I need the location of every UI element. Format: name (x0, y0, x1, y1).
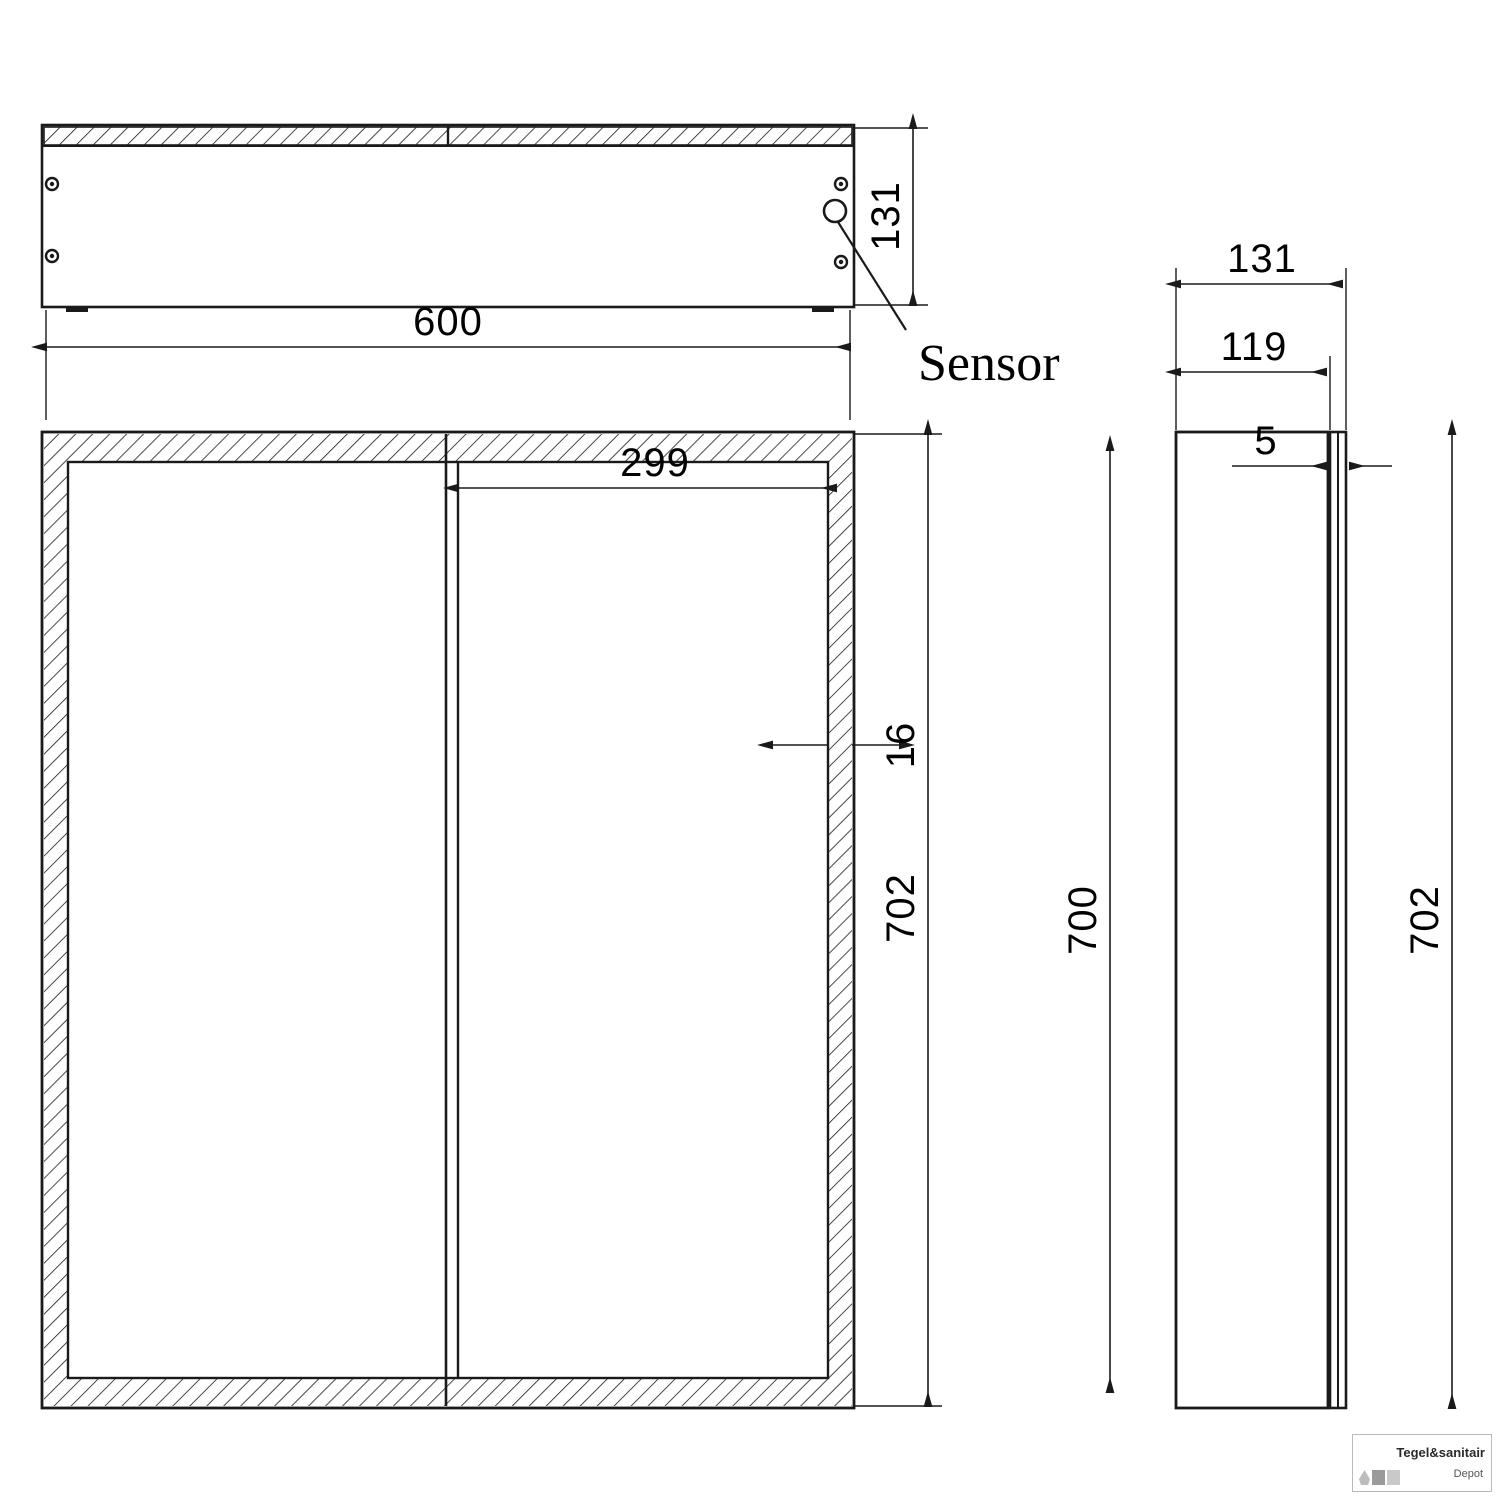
dim-value-131-side: 131 (1227, 237, 1297, 281)
dim-value-299: 299 (620, 441, 690, 485)
brand-subtitle: Depot (1453, 1467, 1483, 1480)
dim-value-702-side: 702 (1403, 885, 1447, 955)
top-view-foot-right (812, 307, 834, 312)
top-view-hinge-left-lower-center (49, 253, 55, 259)
top-view-hinge-right-upper (833, 176, 849, 192)
side-view-body-outline (1174, 430, 1330, 1410)
top-view-hinge-right-lower (833, 254, 849, 270)
dim-value-702-front: 702 (879, 873, 923, 943)
dimension-side-height-700: 700 (1061, 435, 1115, 1393)
top-view-hinge-left-upper (44, 176, 60, 192)
top-view-hinge-right-lower-center (838, 259, 844, 265)
dimension-top-width-600: 600 (31, 300, 851, 420)
front-view (40, 430, 856, 1410)
dimension-top-height-131: 131 (854, 113, 928, 306)
top-view-hinge-left-upper-center (49, 181, 55, 187)
sensor-callout: Sensor (837, 221, 1060, 392)
sensor-label: Sensor (918, 335, 1060, 392)
top-view-foot-left (66, 307, 88, 312)
dim-value-top-131: 131 (864, 181, 908, 251)
brand-watermark: Tegel&sanitair Depot (1352, 1434, 1492, 1492)
tile-square-light-icon (1387, 1470, 1400, 1485)
dim-value-700: 700 (1061, 885, 1105, 955)
dimension-side-height-702: 702 (1403, 419, 1457, 1409)
dim-value-5: 5 (1254, 419, 1277, 463)
top-view-body-outline (40, 123, 856, 309)
dimension-side-depth-131: 131 (1165, 237, 1347, 430)
dim-value-600: 600 (413, 300, 483, 344)
front-view-inner-outline (66, 460, 830, 1380)
dimension-side-thickness-5: 5 (1232, 419, 1392, 471)
dimension-front-height-702: 702 (854, 419, 942, 1407)
dim-value-119: 119 (1221, 325, 1288, 369)
brand-logo-text: Tegel&sanitair Depot (1353, 1435, 1491, 1491)
water-drop-icon (1359, 1470, 1370, 1485)
brand-title: Tegel&sanitair (1396, 1444, 1485, 1460)
top-view (40, 123, 856, 312)
top-view-hinge-left-lower (44, 248, 60, 264)
dimension-front-door-299: 299 (443, 441, 837, 493)
brand-logo-marks (1359, 1470, 1400, 1485)
side-view (1174, 430, 1348, 1410)
top-view-hinge-right-upper-center (838, 181, 844, 187)
dimension-front-thickness-16: 16 (757, 722, 923, 769)
tile-square-icon (1372, 1470, 1385, 1485)
dim-value-16: 16 (879, 722, 923, 769)
sensor-leader-line (837, 221, 907, 331)
front-view-outline (40, 430, 856, 1410)
dimension-side-depth-119: 119 (1165, 325, 1331, 430)
sensor-port-icon (822, 198, 848, 224)
